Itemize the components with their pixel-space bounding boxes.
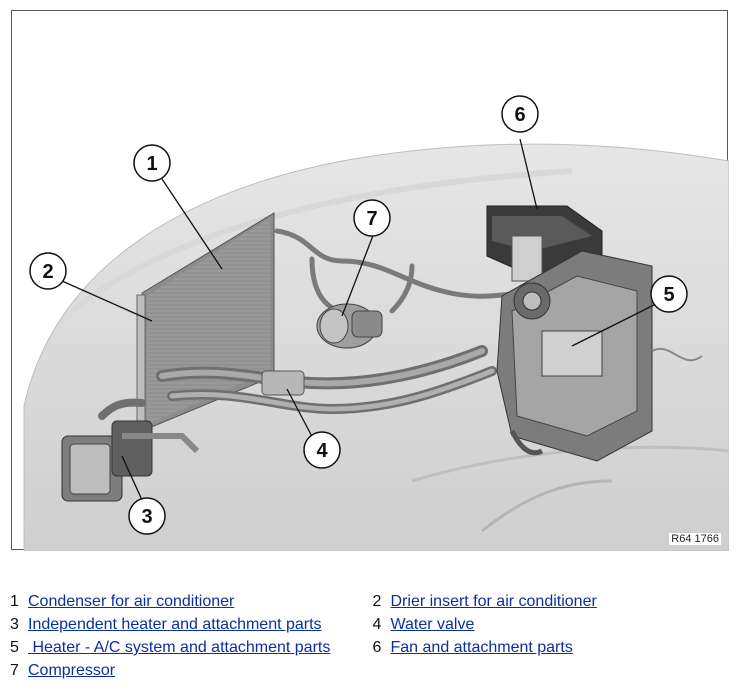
link-water-valve[interactable]: Water valve xyxy=(390,616,475,633)
diagram-figure: 1 2 3 4 5 6 7 R64 1766 xyxy=(11,10,729,551)
water-valve-part xyxy=(261,370,305,396)
svg-text:5: 5 xyxy=(663,284,674,306)
independent-heater-part xyxy=(61,420,200,502)
legend-row: 1 Condenser for air conditioner 2 Drier … xyxy=(10,593,735,616)
callout-7: 7 xyxy=(353,199,391,237)
svg-text:1: 1 xyxy=(146,153,157,175)
legend-row: 5 Heater - A/C system and attachment par… xyxy=(10,639,735,662)
legend-number: 2 xyxy=(372,593,382,610)
figure-reference-code: R64 1766 xyxy=(669,533,721,545)
legend-item: 7 Compressor xyxy=(10,662,385,685)
legend-number: 1 xyxy=(10,593,19,610)
callout-1: 1 xyxy=(133,144,171,182)
legend-item: 2 Drier insert for air conditioner xyxy=(373,593,736,616)
svg-text:2: 2 xyxy=(42,261,53,283)
callout-2: 2 xyxy=(29,252,67,290)
legend-item: 4 Water valve xyxy=(373,616,736,639)
legend-number: 5 xyxy=(10,639,19,656)
link-condenser[interactable]: Condenser for air conditioner xyxy=(28,593,235,610)
callout-6: 6 xyxy=(501,95,539,133)
svg-text:3: 3 xyxy=(141,506,152,528)
legend-row: 3 Independent heater and attachment part… xyxy=(10,616,735,639)
callout-5: 5 xyxy=(650,275,688,313)
svg-text:7: 7 xyxy=(366,208,377,230)
legend-number: 4 xyxy=(372,616,382,633)
link-fan[interactable]: Fan and attachment parts xyxy=(390,639,573,656)
svg-text:4: 4 xyxy=(316,440,328,462)
callout-3: 3 xyxy=(128,497,166,535)
svg-text:6: 6 xyxy=(514,104,525,126)
legend-number: 7 xyxy=(10,662,19,679)
legend-item: 5 Heater - A/C system and attachment par… xyxy=(10,639,373,662)
link-heater-ac-system[interactable]: Heater - A/C system and attachment parts xyxy=(28,639,331,656)
diagram-illustration: 1 2 3 4 5 6 7 xyxy=(23,95,729,551)
legend-item: 1 Condenser for air conditioner xyxy=(10,593,373,616)
legend-item: 6 Fan and attachment parts xyxy=(373,639,736,662)
parts-legend: 1 Condenser for air conditioner 2 Drier … xyxy=(10,593,735,685)
legend-item: 3 Independent heater and attachment part… xyxy=(10,616,373,639)
link-drier-insert[interactable]: Drier insert for air conditioner xyxy=(390,593,597,610)
link-independent-heater[interactable]: Independent heater and attachment parts xyxy=(28,616,322,633)
link-compressor[interactable]: Compressor xyxy=(28,662,116,679)
compressor-part xyxy=(316,303,383,349)
legend-number: 6 xyxy=(372,639,382,656)
legend-number: 3 xyxy=(10,616,19,633)
hvac-unit-part xyxy=(496,250,703,462)
callout-4: 4 xyxy=(303,431,341,469)
leader-lines xyxy=(61,138,663,512)
legend-row: 7 Compressor xyxy=(10,662,735,685)
